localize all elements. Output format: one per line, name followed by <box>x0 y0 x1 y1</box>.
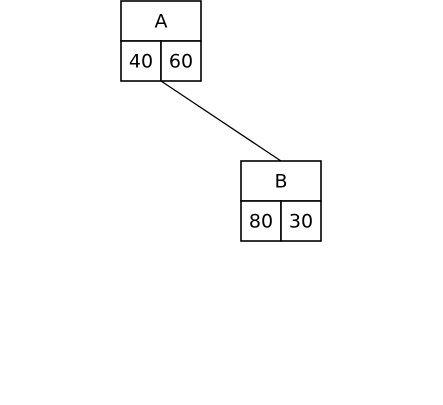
node-a-value-left: 40 <box>129 51 153 73</box>
node-b-label: B <box>274 171 287 193</box>
node-a-label: A <box>155 11 168 33</box>
node-a-value-cell-right <box>160 40 202 82</box>
node-b-value-left: 80 <box>249 211 273 233</box>
node-a-value-cell-left <box>120 40 162 82</box>
node-b-value-cell-left <box>240 200 282 242</box>
node-a-value-right: 60 <box>169 51 193 73</box>
node-a-label-cell <box>120 0 202 42</box>
node-b-value-right: 30 <box>289 211 313 233</box>
node-a: A 40 60 <box>120 0 202 82</box>
edge-a-to-b <box>160 80 282 162</box>
node-b-value-cell-right <box>280 200 322 242</box>
node-b-label-cell <box>240 160 322 202</box>
node-b: B 80 30 <box>240 160 322 242</box>
